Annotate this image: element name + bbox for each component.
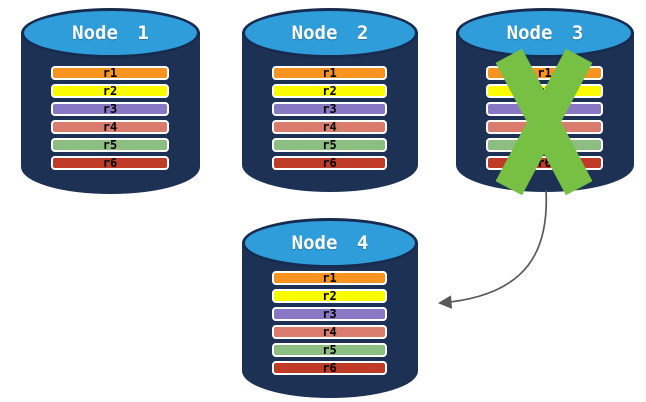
cylinder-top: Node 1 — [21, 8, 200, 58]
cylinder-top: Node 2 — [242, 8, 418, 58]
replica-r3: r3 — [51, 102, 169, 116]
replica-list: r1 r2 r3 r4 r5 r6 — [51, 66, 169, 170]
replica-r5: r5 — [272, 138, 387, 152]
replica-label: r4 — [102, 120, 118, 134]
replica-r3: r3 — [272, 102, 387, 116]
replica-r5: r5 — [272, 343, 387, 357]
replica-r6: r6 — [272, 156, 387, 170]
replica-r4: r4 — [51, 120, 169, 134]
replica-label: r1 — [537, 66, 552, 80]
replica-r4: r4 — [272, 120, 387, 134]
replica-label: r3 — [322, 102, 337, 116]
node-4-cylinder: Node 4 r1 r2 r3 r4 r5 r6 — [242, 218, 418, 398]
replica-r3: r3 — [272, 307, 387, 321]
replica-r4: r4 — [272, 325, 387, 339]
replica-label: r1 — [322, 66, 337, 80]
node-label: Node 4 — [291, 232, 369, 254]
cylinder-top: Node 3 — [456, 8, 634, 58]
arrow-curve — [437, 189, 548, 309]
node-label: Node 3 — [506, 22, 584, 44]
replica-label: r6 — [322, 361, 337, 375]
replica-r2: r2 — [51, 84, 169, 98]
replica-label: r5 — [102, 138, 118, 152]
replica-label: r1 — [322, 271, 337, 285]
replica-label: r6 — [322, 156, 337, 170]
node-label: Node 1 — [72, 22, 149, 44]
node-2-cylinder: Node 2 r1 r2 r3 r4 r5 r6 — [242, 8, 418, 192]
replica-label: r3 — [102, 102, 118, 116]
replica-label: r2 — [322, 289, 337, 303]
replica-label: r3 — [322, 307, 337, 321]
replica-label: r1 — [102, 66, 118, 80]
replica-r2: r2 — [272, 84, 387, 98]
node-3-cylinder: Node 3 r1 r2 r3 r4 r5 r6 — [456, 8, 634, 196]
replica-r6: r6 — [272, 361, 387, 375]
replica-label: r5 — [322, 138, 337, 152]
replica-r6: r6 — [51, 156, 169, 170]
replica-label: r4 — [322, 325, 337, 339]
replica-label: r5 — [322, 343, 337, 357]
replica-label: r4 — [322, 120, 337, 134]
cylinder-top: Node 4 — [242, 218, 418, 268]
replica-list: r1 r2 r3 r4 r5 r6 — [272, 66, 387, 170]
node-1-cylinder: Node 1 r1 r2 r3 r4 r5 r6 — [21, 8, 200, 194]
replica-label: r2 — [102, 84, 118, 98]
replica-label: r6 — [102, 156, 118, 170]
replica-r1: r1 — [51, 66, 169, 80]
replica-r1: r1 — [272, 271, 387, 285]
replica-r2: r2 — [272, 289, 387, 303]
replica-list: r1 r2 r3 r4 r5 r6 — [272, 271, 387, 375]
node-label: Node 2 — [291, 22, 369, 44]
replica-label: r2 — [322, 84, 337, 98]
replica-r5: r5 — [51, 138, 169, 152]
replica-r1: r1 — [272, 66, 387, 80]
